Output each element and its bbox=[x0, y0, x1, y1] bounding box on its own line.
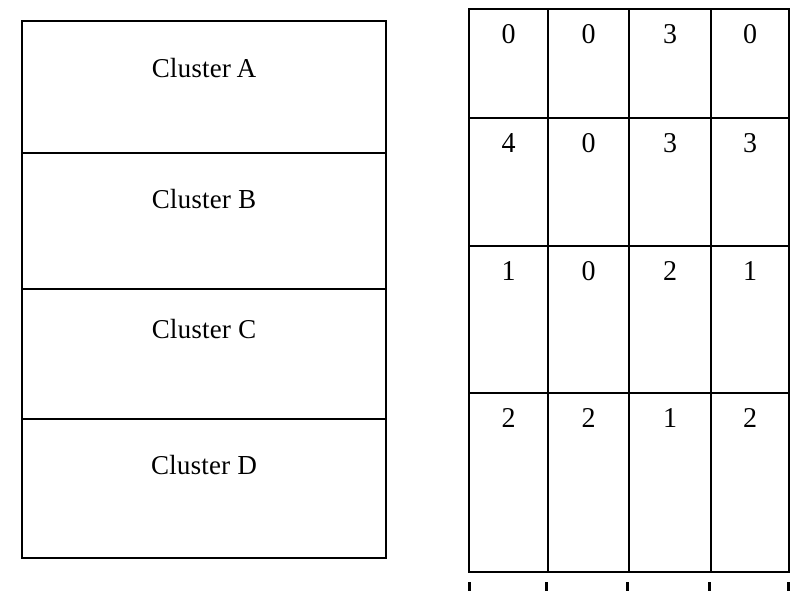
column-divider-stub bbox=[468, 582, 471, 591]
table-row: 2 2 1 2 bbox=[470, 392, 788, 571]
matrix-cell: 0 bbox=[547, 10, 628, 117]
matrix-cell: 1 bbox=[470, 247, 547, 392]
table-row: 4 0 3 3 bbox=[470, 117, 788, 245]
cluster-label-c: Cluster C bbox=[151, 314, 257, 344]
cluster-label-a: Cluster A bbox=[151, 53, 257, 83]
matrix-cell: 0 bbox=[547, 247, 628, 392]
matrix-cell: 0 bbox=[710, 10, 788, 117]
column-divider-stub bbox=[708, 582, 711, 591]
cluster-label-d: Cluster D bbox=[150, 450, 258, 480]
matrix-cell: 1 bbox=[710, 247, 788, 392]
matrix-cell: 2 bbox=[628, 247, 710, 392]
table-row: Cluster D bbox=[23, 418, 385, 557]
matrix-cell: 0 bbox=[470, 10, 547, 117]
matrix-table: 0 0 3 0 4 0 3 3 1 0 2 1 2 2 1 2 bbox=[468, 8, 790, 573]
cluster-table: Cluster A Cluster B Cluster C Cluster D bbox=[21, 20, 387, 559]
table-row: 0 0 3 0 bbox=[470, 10, 788, 117]
matrix-cell: 0 bbox=[547, 119, 628, 245]
matrix-cell: 3 bbox=[628, 119, 710, 245]
column-divider-stub bbox=[545, 582, 548, 591]
matrix-cell: 3 bbox=[710, 119, 788, 245]
column-divider-stub bbox=[626, 582, 629, 591]
table-row: Cluster B bbox=[23, 152, 385, 288]
matrix-cell: 2 bbox=[710, 394, 788, 571]
matrix-cell: 2 bbox=[470, 394, 547, 571]
cluster-label-b: Cluster B bbox=[151, 184, 257, 214]
matrix-cell: 2 bbox=[547, 394, 628, 571]
matrix-cell: 4 bbox=[470, 119, 547, 245]
clipped-next-row bbox=[468, 582, 790, 591]
matrix-cell: 3 bbox=[628, 10, 710, 117]
table-row: 1 0 2 1 bbox=[470, 245, 788, 392]
table-row: Cluster C bbox=[23, 288, 385, 418]
column-divider-stub bbox=[787, 582, 790, 591]
matrix-cell: 1 bbox=[628, 394, 710, 571]
table-row: Cluster A bbox=[23, 22, 385, 152]
